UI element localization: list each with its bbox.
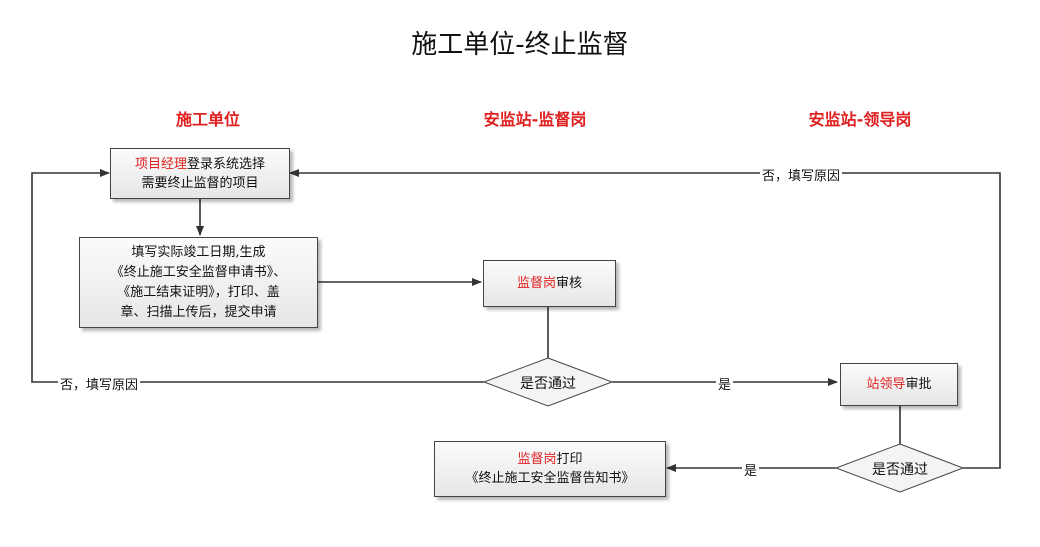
- decision1-label: 是否通过: [520, 376, 576, 392]
- node-fill-line: 《施工结束证明》，打印、盖: [117, 284, 280, 300]
- decision2-diamond: [834, 443, 965, 493]
- role-supervision-post: 监督岗: [517, 452, 557, 467]
- node-login-select-project: 项目经理登录系统选择 需要终止监督的项目: [110, 148, 290, 199]
- edge-decision1-no: [31, 169, 484, 383]
- decision2-label: 是否通过: [872, 462, 928, 478]
- edge-label-decision2-no: 否，填写原因: [760, 165, 843, 184]
- page-title: 施工单位-终止监督: [411, 30, 629, 60]
- role-station-leader: 站领导: [866, 377, 906, 392]
- lane-label-construction-unit: 施工单位: [175, 110, 240, 129]
- edge-decision2-no: [289, 169, 1001, 469]
- edge-label-decision2-yes: 是: [742, 460, 760, 479]
- node-fill-line: 章、扫描上传后，提交申请: [120, 304, 277, 320]
- node-review-text: 审核: [556, 276, 583, 291]
- node-print-text-line2: 《终止施工安全监督告知书》: [465, 471, 635, 486]
- lane-label-supervision-post: 安监站-监督岗: [483, 110, 587, 129]
- node-fill-line: 填写实际竣工日期,生成: [131, 244, 266, 260]
- node-login-text: 登录系统选择: [187, 156, 266, 172]
- node-fill-application: 填写实际竣工日期,生成 《终止施工安全监督申请书》、 《施工结束证明》，打印、盖…: [79, 237, 318, 328]
- edge-label-decision1-yes: 是: [716, 374, 734, 393]
- edge-label-decision1-no: 否，填写原因: [58, 374, 141, 393]
- decision1-diamond: [482, 357, 614, 407]
- role-supervision-post: 监督岗: [516, 276, 556, 291]
- node-login-text-line2: 需要终止监督的项目: [141, 175, 259, 191]
- node-leader-approve: 站领导审批: [840, 363, 958, 406]
- node-approve-text: 审批: [905, 377, 932, 392]
- node-print-text: 打印: [556, 452, 583, 467]
- node-print-notice: 监督岗打印 《终止施工安全监督告知书》: [434, 441, 666, 497]
- role-project-manager: 项目经理: [134, 156, 187, 172]
- node-supervision-review: 监督岗审核: [483, 260, 616, 307]
- lane-label-leader-post: 安监站-领导岗: [808, 110, 912, 129]
- node-fill-line: 《终止施工安全监督申请书》、: [110, 264, 287, 280]
